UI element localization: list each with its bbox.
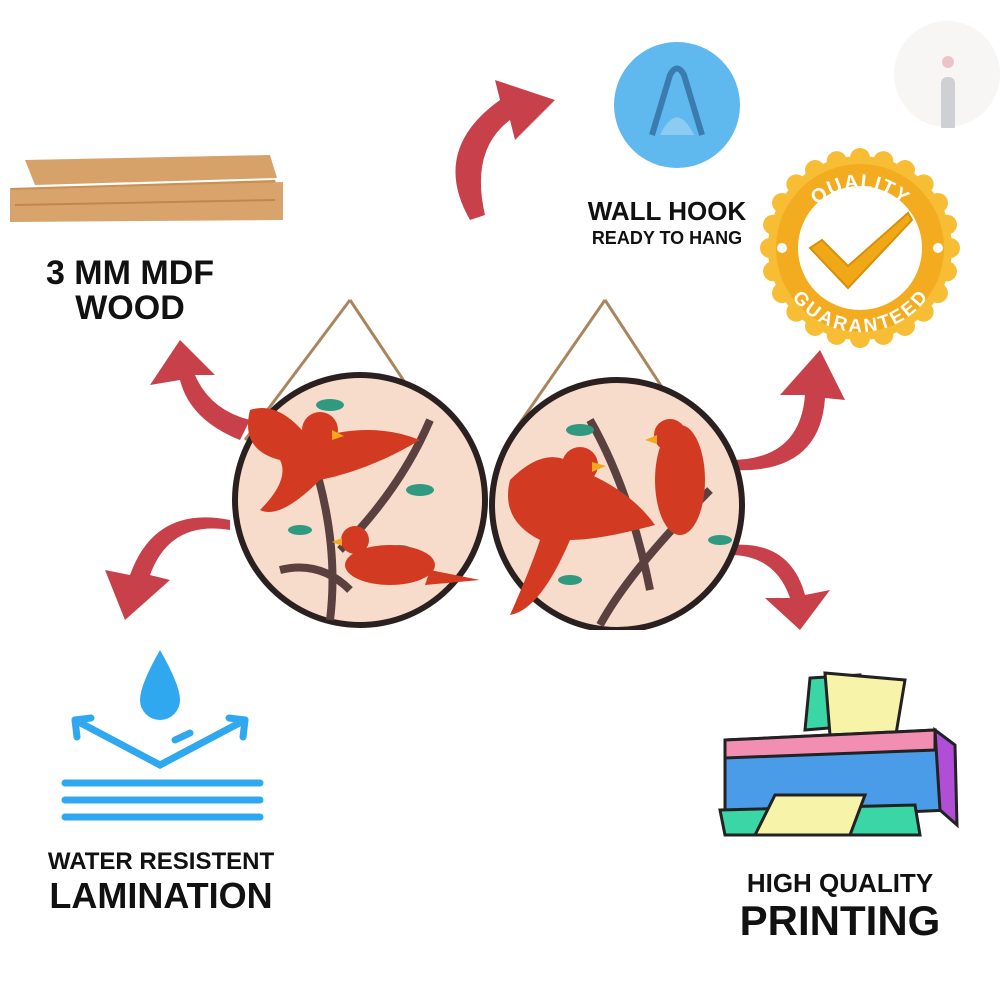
badge-scallop	[850, 328, 870, 348]
wall-hook-icon	[614, 42, 740, 168]
hook-label-line2: READY TO HANG	[591, 228, 743, 248]
printer-icon	[718, 671, 959, 837]
wood-label-line1: 3 MM MDF	[45, 254, 215, 292]
cardinal-plaque-left	[232, 299, 488, 628]
badge-scallop	[760, 238, 780, 258]
hook-label-line1: WALL HOOK	[587, 196, 747, 226]
water-resistant-icon	[61, 650, 264, 821]
water-label-line2: LAMINATION	[49, 875, 273, 916]
arrow-to-hook-icon	[455, 80, 555, 220]
badge-scallop	[850, 148, 870, 168]
printing-label-line1: HIGH QUALITY	[746, 868, 934, 898]
cardinal-plaque-right	[489, 299, 745, 630]
quality-guaranteed-badge-icon: QUALITY GUARANTEED	[760, 148, 960, 348]
cardinal-flying-icon	[248, 408, 420, 512]
wood-label-line2: WOOD	[75, 289, 185, 327]
badge-scallop	[940, 238, 960, 258]
brand-logo-icon	[894, 21, 1000, 128]
water-label-line1: WATER RESISTENT	[47, 848, 275, 875]
cardinal-perched-icon	[332, 526, 480, 585]
printing-label-line2: PRINTING	[739, 897, 941, 944]
wood-planks-icon	[10, 155, 283, 222]
arrow-to-water-icon	[105, 517, 230, 620]
